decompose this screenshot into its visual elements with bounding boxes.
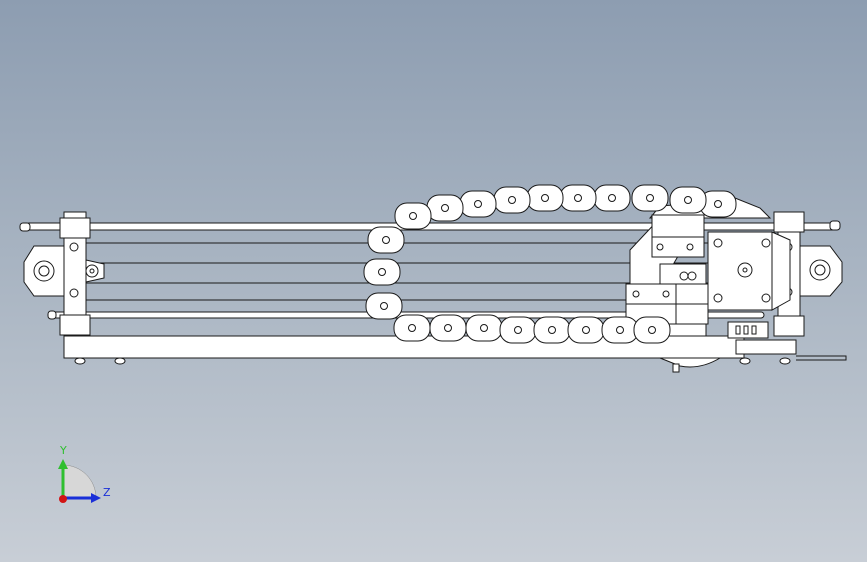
left-end-block: [23, 211, 105, 337]
chain-link-pin: [616, 326, 624, 334]
chain-link-pin: [444, 324, 452, 332]
z-axis-label: Z: [103, 486, 111, 499]
guide-rod-top: [25, 222, 839, 231]
z-axis-arrow: [91, 493, 101, 503]
cable-drag-chain: [363, 184, 737, 344]
x-axis-dot: [59, 495, 67, 503]
chain-link-pin: [380, 302, 388, 310]
chain-link-pin: [480, 324, 488, 332]
chain-link-pin: [648, 326, 656, 334]
chain-link-pin: [582, 326, 590, 334]
chain-link-pin: [474, 200, 482, 208]
chain-link-pin: [408, 324, 416, 332]
y-axis-arrow: [58, 459, 68, 469]
chain-link-pin: [378, 268, 386, 276]
chain-link-pin: [409, 212, 417, 220]
y-axis-label: Y: [60, 444, 67, 457]
chain-link-pin: [574, 194, 582, 202]
chain-link-pin: [714, 200, 722, 208]
chain-link-pin: [541, 194, 549, 202]
chain-link-pin: [646, 194, 654, 202]
chain-link-pin: [548, 326, 556, 334]
chain-link-pin: [684, 196, 692, 204]
chain-link-pin: [508, 196, 516, 204]
chain-link-pin: [514, 326, 522, 334]
axis-triad: [58, 459, 101, 503]
chain-link-pin: [382, 236, 390, 244]
stepper-motor: [707, 231, 791, 339]
chain-link-pin: [441, 204, 449, 212]
chain-link-pin: [608, 194, 616, 202]
